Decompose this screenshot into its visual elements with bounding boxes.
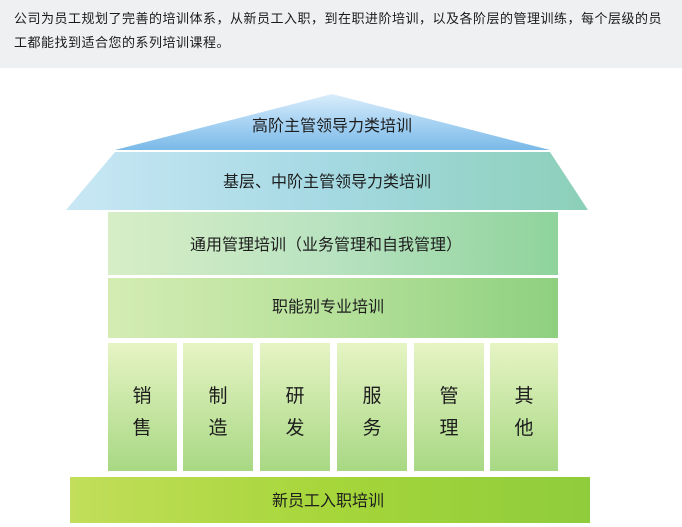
pillar-rnd (260, 343, 330, 471)
functional-label: 职能别专业培训 (272, 297, 384, 316)
foundation-band (70, 477, 590, 523)
roof-top-shape (115, 94, 550, 150)
pillar-service-label: 服务 (362, 385, 381, 439)
pillar-other-label: 其他 (514, 385, 533, 439)
pillar-sales-label: 销售 (132, 385, 151, 439)
intro-text: 公司为员工规划了完善的培训体系，从新员工入职，到在职进阶培训，以及各阶层的管理训… (14, 12, 663, 51)
roof-middle-shape (66, 152, 588, 210)
functional-band (108, 278, 558, 338)
foundation-label: 新员工入职培训 (272, 491, 384, 510)
roof-top-label: 高阶主管领导力类培训 (252, 116, 412, 135)
pillar-sales (108, 343, 177, 471)
general-mgmt-label: 通用管理培训（业务管理和自我管理） (190, 235, 462, 254)
general-mgmt-band (108, 212, 558, 275)
roof-middle-label: 基层、中阶主管领导力类培训 (223, 172, 431, 191)
intro-panel: 公司为员工规划了完善的培训体系，从新员工入职，到在职进阶培训，以及各阶层的管理训… (0, 0, 682, 68)
pillar-management (414, 343, 484, 471)
pillars-group: 销售 制造 研发 服务 管理 其他 (108, 343, 558, 471)
pillar-management-label: 管理 (439, 385, 458, 439)
pillar-manufacturing-label: 制造 (208, 385, 227, 439)
pillar-rnd-label: 研发 (285, 385, 304, 439)
pillar-other (490, 343, 558, 471)
pillar-service (337, 343, 407, 471)
pillar-manufacturing (183, 343, 253, 471)
